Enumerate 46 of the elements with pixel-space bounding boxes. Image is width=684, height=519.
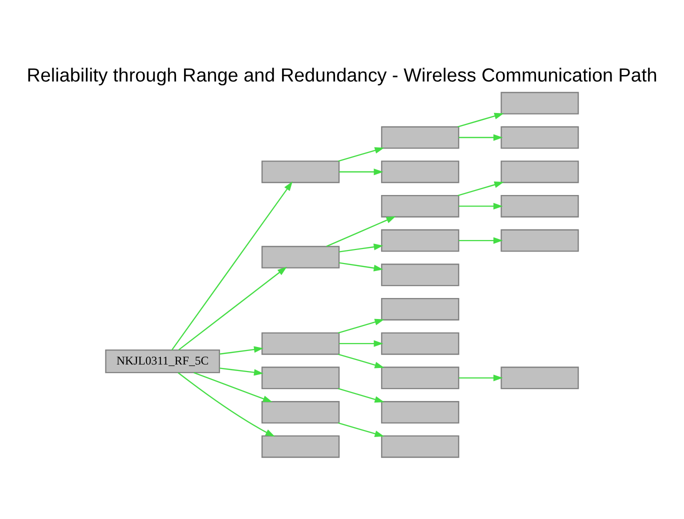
node-box: [261, 160, 340, 184]
arrow: [220, 368, 264, 376]
node-box: [381, 229, 460, 252]
node-box: [500, 366, 579, 390]
arrow: [171, 181, 293, 350]
arrow: [338, 388, 384, 403]
arrow: [338, 147, 384, 162]
node-box: NKJL0311_RF_5C: [105, 350, 220, 374]
diagram-title: Reliability through Range and Redundancy - Wireless Communication Path: [26, 66, 658, 87]
node-box: [261, 332, 340, 355]
arrow: [458, 374, 503, 382]
arrow: [178, 266, 287, 350]
node-box: [261, 401, 340, 424]
node-box: [381, 332, 460, 355]
node-box: [381, 435, 460, 458]
node-box: [381, 401, 460, 424]
arrow: [339, 168, 384, 176]
arrow: [338, 354, 384, 368]
node-box: [500, 160, 579, 184]
arrow: [326, 216, 396, 247]
arrow: [458, 182, 504, 196]
node-box: [381, 160, 460, 184]
node-box: [261, 366, 340, 390]
arrow: [178, 372, 275, 437]
arrow: [339, 262, 384, 272]
arrow: [220, 346, 264, 355]
node-box: [381, 298, 460, 320]
arrow: [339, 244, 384, 252]
arrow: [338, 318, 384, 334]
arrow: [339, 340, 384, 347]
node-box: [381, 366, 460, 390]
node-box: [500, 194, 579, 218]
arrow: [458, 237, 503, 244]
node-box: [381, 264, 460, 286]
arrow: [194, 372, 272, 402]
node-box: [261, 435, 340, 458]
arrow: [338, 422, 384, 437]
node-box: [381, 126, 460, 149]
arrow: [458, 112, 504, 128]
arrow: [458, 202, 503, 210]
node-box: [500, 92, 579, 114]
node-box: [500, 229, 579, 252]
arrow: [458, 134, 503, 141]
node-box: [381, 194, 460, 218]
node-box: [500, 126, 579, 149]
node-box: [261, 246, 340, 268]
